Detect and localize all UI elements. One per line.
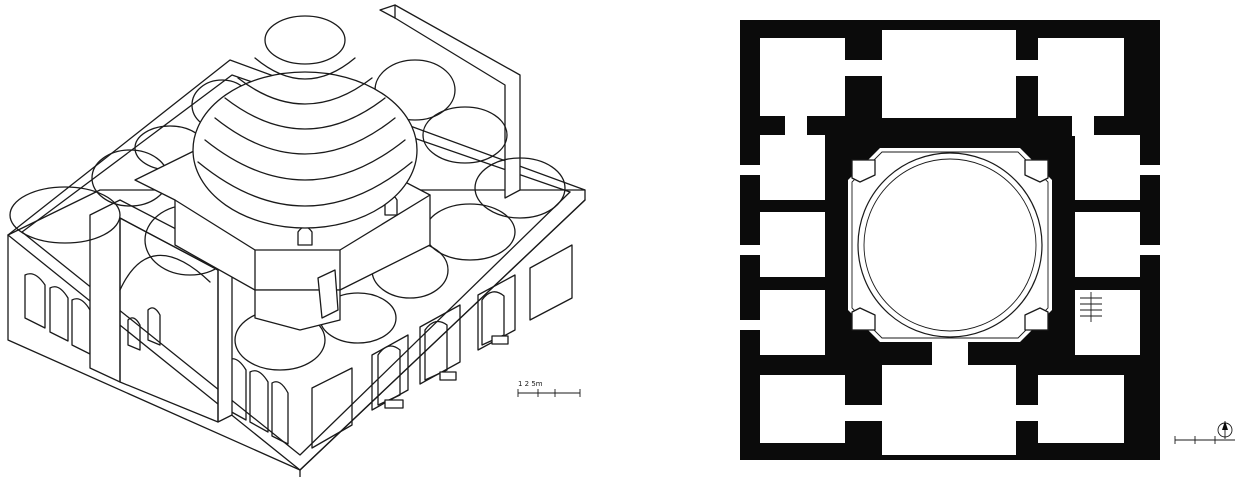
axo-scale-label: 1 2 5m — [518, 380, 543, 388]
central-hall — [848, 148, 1052, 342]
turret — [317, 269, 339, 319]
floor-plan-svg — [740, 20, 1235, 460]
floor-plan-drawing — [620, 0, 1245, 477]
left-rooms — [740, 135, 825, 355]
right-rooms — [1075, 135, 1160, 355]
rear-portal — [379, 4, 521, 199]
axonometric-drawing: 1 2 5m — [0, 0, 600, 477]
top-rooms — [760, 30, 1124, 136]
plan-scale-bar — [1174, 436, 1235, 444]
axonometric-svg: 1 2 5m — [7, 4, 586, 477]
right-facade-panels — [311, 244, 573, 449]
stepped-dome — [192, 15, 418, 229]
axo-scale-bar: 1 2 5m — [517, 380, 581, 397]
staircase — [1080, 292, 1102, 322]
north-arrow-icon — [1217, 421, 1233, 439]
bottom-rooms — [760, 335, 1124, 455]
